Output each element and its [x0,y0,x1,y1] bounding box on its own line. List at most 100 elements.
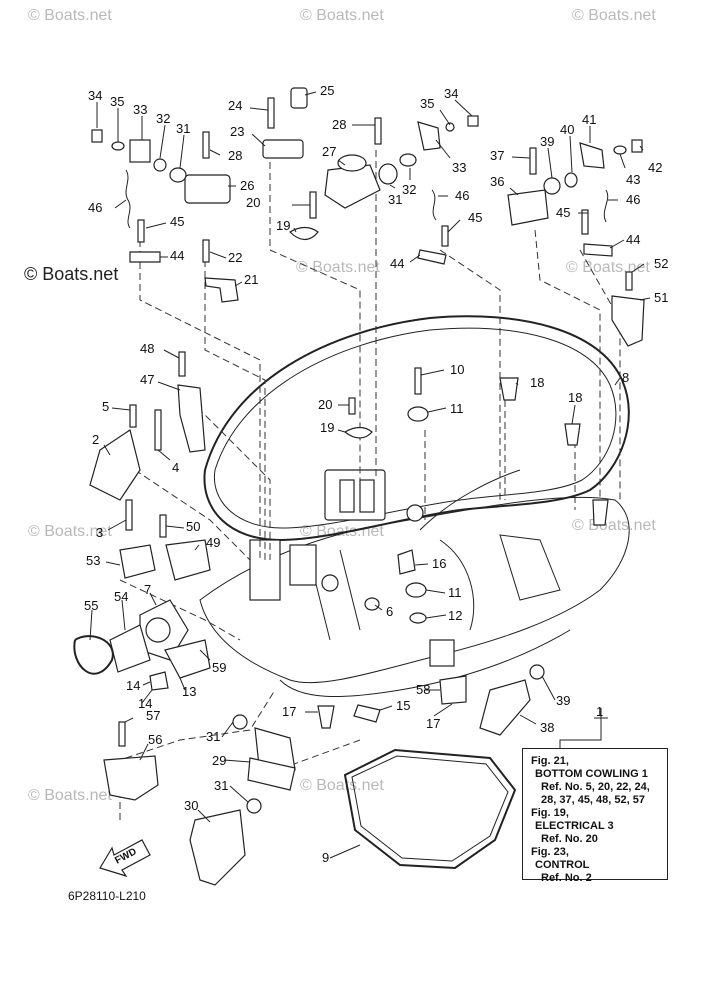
part-number-label: 10 [450,362,464,377]
part-number-label: 31 [176,121,190,136]
note-ref: Ref. No. 5, 20, 22, 24, [541,781,650,793]
part-number-label: 39 [540,134,554,149]
note-ref: Ref. No. 2 [541,872,592,884]
callout-leaders [89,91,651,859]
watermark-text: © Boats.net [300,777,384,794]
part-number-label: 24 [228,98,242,113]
part-number-label: 33 [133,102,147,117]
watermark-text: © Boats.net [572,517,656,534]
part-number-label: 22 [228,250,242,265]
part-number-label: 17 [282,704,296,719]
part-number-label: 19 [276,218,290,233]
bottom-cowling [199,315,630,698]
watermark-text: © Boats.net [28,7,112,24]
watermark-text: © Boats.net [296,259,380,276]
part-number-label: 14 [126,678,140,693]
part-number-label: 51 [654,290,668,305]
watermark-text: © Boats.net [300,7,384,24]
note-fig: Fig. 23, [531,846,569,858]
part-number-label: 47 [140,372,154,387]
part-number-label: 52 [654,256,668,271]
part-number-label: 32 [402,182,416,197]
part-number-label: 31 [214,778,228,793]
part-number-label: 54 [114,589,128,604]
part-number-label: 35 [110,94,124,109]
component-parts [73,87,645,886]
fwd-arrow: FWD [99,839,151,878]
part-number-label: 55 [84,598,98,613]
part-number-label: 8 [622,370,629,385]
note-fig: Fig. 21, [531,755,569,767]
note-title: BOTTOM COWLING 1 [535,768,648,780]
part-number-label: 46 [626,192,640,207]
watermark-text: © Boats.net [566,259,650,276]
part-number-label: 34 [88,88,102,103]
part-number-label: 56 [148,732,162,747]
part-number-label: 4 [172,460,179,475]
part-number-label: 19 [320,420,334,435]
part-number-label: 45 [556,205,570,220]
catalog-code: 6P28110-L210 [68,889,146,903]
lower-seal [343,748,517,870]
part-number-label: 46 [88,200,102,215]
note-ref: 28, 37, 45, 48, 52, 57 [541,794,645,806]
part-number-label: 1 [596,704,603,719]
part-number-label: 50 [186,519,200,534]
part-number-label: 18 [568,390,582,405]
part-number-label: 35 [420,96,434,111]
part-number-label: 43 [626,172,640,187]
part-number-label: 42 [648,160,662,175]
part-number-label: 34 [444,86,458,101]
part-number-label: 20 [318,397,332,412]
watermark-dark: © Boats.net [24,264,118,284]
watermark-text: © Boats.net [28,523,112,540]
part-number-label: 45 [468,210,482,225]
part-number-label: 11 [448,585,462,600]
part-number-label: 25 [320,83,334,98]
part-number-label: 6 [386,604,393,619]
part-number-label: 31 [388,192,402,207]
part-number-label: 49 [206,535,220,550]
part-number-label: 11 [450,401,464,416]
part-number-label: 58 [416,682,430,697]
part-number-label: 30 [184,798,198,813]
watermark-text: © Boats.net [28,787,112,804]
part-number-label: 31 [206,729,220,744]
part-number-label: 16 [432,556,446,571]
part-number-label: 21 [244,272,258,287]
part-number-label: 39 [556,693,570,708]
part-number-label: 27 [322,144,336,159]
part-number-label: 5 [102,399,109,414]
part-number-label: 29 [212,753,226,768]
part-number-label: 32 [156,111,170,126]
part-number-label: 53 [86,553,100,568]
part-number-label: 36 [490,174,504,189]
part-number-label: 15 [396,698,410,713]
note-title: CONTROL [535,859,590,871]
part-number-label: 23 [230,124,244,139]
part-number-label: 13 [182,684,196,699]
part-number-label: 2 [92,432,99,447]
part-number-label: 20 [246,195,260,210]
part-number-label: 48 [140,341,154,356]
part-number-label: 59 [212,660,226,675]
part-number-label: 12 [448,608,462,623]
watermark-text: © Boats.net [572,7,656,24]
part-number-label: 57 [146,708,160,723]
part-number-label: 3 [96,525,103,540]
part-number-label: 14 [138,696,152,711]
part-number-label: 28 [228,148,242,163]
note-ref: Ref. No. 20 [541,833,598,845]
part-number-label: 18 [530,375,544,390]
part-number-label: 17 [426,716,440,731]
part-number-label: 40 [560,122,574,137]
part-number-label: 44 [626,232,640,247]
part-number-label: 45 [170,214,184,229]
part-number-label: 41 [582,112,596,127]
part-number-label: 46 [455,188,469,203]
part-number-label: 9 [322,850,329,865]
part-number-label: 37 [490,148,504,163]
part-number-label: 44 [170,248,184,263]
